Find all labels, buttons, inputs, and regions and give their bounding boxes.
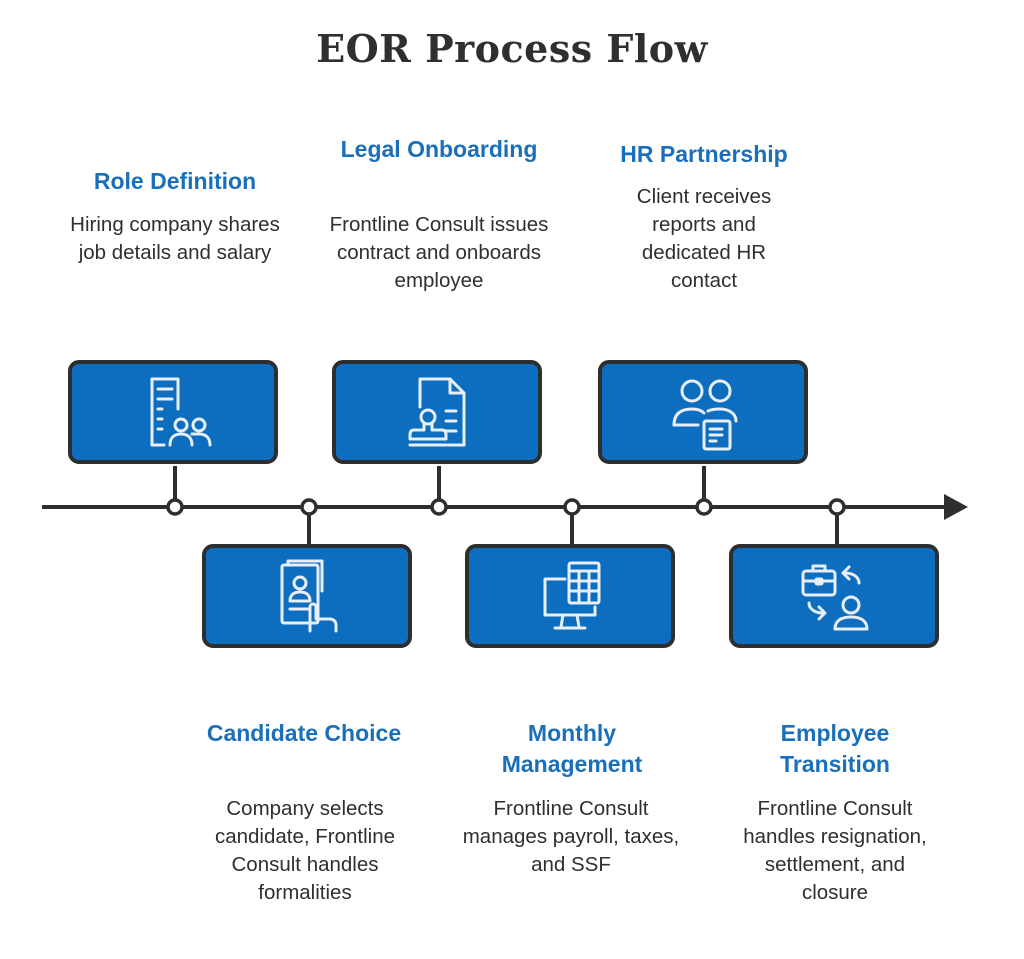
step-3-heading: Legal Onboarding xyxy=(340,136,538,162)
timeline-node xyxy=(166,498,184,516)
contract-stamp-icon xyxy=(408,377,466,447)
timeline-node xyxy=(828,498,846,516)
step-6-description: Frontline Consult handles resignation, s… xyxy=(743,797,927,904)
step-1-description: Hiring company shares job details and sa… xyxy=(70,213,280,264)
job-document-people-icon xyxy=(150,377,212,447)
timeline-arrow xyxy=(944,494,968,520)
timeline-node xyxy=(563,498,581,516)
payroll-monitor-icon xyxy=(543,561,601,630)
step-3-description: Frontline Consult issues contract and on… xyxy=(329,213,549,292)
step-4-description: Frontline Consult manages payroll, taxes… xyxy=(462,797,680,876)
step-2-heading: Candidate Choice xyxy=(206,720,402,746)
timeline-node xyxy=(695,498,713,516)
step-2-card xyxy=(202,544,412,648)
step-6-card xyxy=(729,544,939,648)
step-5-heading: HR Partnership xyxy=(620,141,788,167)
step-4-card xyxy=(465,544,675,648)
step-1-card xyxy=(68,360,278,464)
step-1-heading: Role Definition xyxy=(93,168,257,194)
employee-transition-icon xyxy=(801,564,869,631)
step-5-description: Client receives reports and dedicated HR… xyxy=(636,185,772,292)
step-3-card xyxy=(332,360,542,464)
page-title: EOR Process Flow xyxy=(316,26,708,71)
timeline-node xyxy=(430,498,448,516)
hr-contact-report-icon xyxy=(672,379,738,451)
step-4-heading: Monthly Management xyxy=(501,720,643,777)
step-2-description: Company selects candidate, Frontline Con… xyxy=(214,797,396,904)
step-5-card xyxy=(598,360,808,464)
step-6-heading: Employee Transition xyxy=(780,720,890,777)
candidate-selection-icon xyxy=(280,559,338,633)
timeline-node xyxy=(300,498,318,516)
